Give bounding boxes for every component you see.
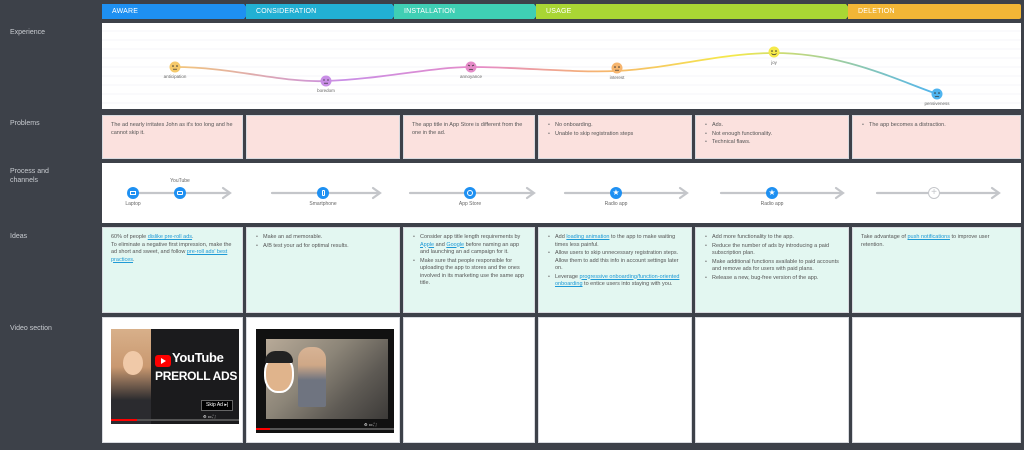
idea-card: 60% of people dislike pre-roll ads. To e… [102, 227, 243, 313]
app-store-icon[interactable] [464, 187, 476, 199]
smartphone-icon[interactable] [317, 187, 329, 199]
video-card: YouTube PREROLL ADS Skip Ad ▸| ⚙ ▭ ⛶ [102, 317, 243, 443]
stage-usage[interactable]: USAGE [536, 4, 852, 19]
youtube-icon[interactable] [174, 187, 186, 199]
row-label-problems: Problems [10, 120, 40, 127]
add-icon[interactable]: + [928, 187, 940, 199]
row-label-video: Video section [10, 325, 52, 332]
experience-graph [102, 30, 1021, 104]
stage-consideration[interactable]: CONSIDERATION [246, 4, 398, 19]
video-controls: ⚙ ▭ ⛶ [364, 422, 377, 427]
thumbnail-subtitle: PREROLL ADS [155, 369, 238, 383]
experience-curve [174, 52, 938, 95]
boredom-emoji-icon [320, 75, 332, 87]
row-label-ideas: Ideas [10, 233, 28, 240]
idea-link[interactable]: push notifications [907, 234, 950, 240]
person-figure [298, 347, 326, 407]
person-hair [265, 351, 293, 363]
presenter-face [123, 351, 143, 375]
video-controls: ⚙ ▭ ⛶ [203, 414, 216, 419]
process-label: Laptop [125, 201, 141, 207]
idea-link[interactable]: loading animation [566, 234, 610, 240]
youtube-preroll-thumbnail[interactable]: YouTube PREROLL ADS Skip Ad ▸| ⚙ ▭ ⛶ [111, 329, 239, 424]
idea-link[interactable]: dislike pre-roll ads [147, 234, 193, 240]
process-label: Radio app [604, 201, 628, 207]
joy-label: joy [771, 60, 777, 65]
video-card: ⚙ ▭ ⛶ [246, 317, 400, 443]
process-panel: Laptop YouTube Smartphone App Store ★ Ra… [102, 163, 1021, 223]
process-label: Smartphone [309, 201, 337, 207]
process-label: App Store [458, 201, 482, 207]
idea-card: Take advantage of push notifications to … [852, 227, 1021, 313]
joy-emoji-icon [768, 46, 780, 58]
process-label: Radio app [760, 201, 784, 207]
star-icon[interactable]: ★ [766, 187, 778, 199]
skip-arrow-icon: ▸| [224, 402, 229, 408]
process-label: YouTube [170, 178, 190, 184]
video-progress-bar[interactable] [256, 428, 394, 430]
laptop-icon[interactable] [127, 187, 139, 199]
interest-emoji-icon [611, 62, 623, 74]
skip-ad-button[interactable]: Skip Ad ▸| [201, 400, 233, 411]
problem-card: The app title in App Store is different … [403, 115, 535, 159]
idea-card: Consider app title length requirements b… [403, 227, 535, 313]
interest-label: interest [609, 75, 625, 80]
video-progress-bar[interactable] [111, 419, 239, 421]
video-card [852, 317, 1021, 443]
process-arrows [128, 186, 1001, 200]
stage-installation[interactable]: INSTALLATION [394, 4, 540, 19]
idea-card: Add more functionality to the app. Reduc… [695, 227, 849, 313]
pensiveness-label: pensiveness [924, 101, 950, 106]
problem-card: The ad nearly irritates John as it's too… [102, 115, 243, 159]
idea-link[interactable]: Apple [420, 241, 435, 248]
annoyance-label: annoyance [459, 74, 483, 79]
video-card [695, 317, 849, 443]
stage-deletion[interactable]: DELETION [848, 4, 1021, 19]
pensiveness-emoji-icon [931, 88, 943, 100]
presenter-figure [111, 329, 151, 424]
idea-link[interactable]: progressive onboarding/function-oriented… [555, 273, 680, 288]
star-icon[interactable]: ★ [610, 187, 622, 199]
row-label-process: Process and channels [10, 168, 49, 184]
experience-panel: anticipation boredom annoyance interest … [102, 23, 1021, 109]
boredom-label: boredom [317, 88, 335, 93]
annoyance-emoji-icon [465, 61, 477, 73]
problem-card [246, 115, 400, 159]
idea-link[interactable]: Google [446, 241, 465, 248]
video-card [538, 317, 692, 443]
anticipation-emoji-icon [169, 61, 181, 73]
row-label-experience: Experience [10, 29, 46, 36]
idea-card: Add loading animation to the app to make… [538, 227, 692, 313]
problem-card: No onboarding.Unable to skip registratio… [538, 115, 692, 159]
problem-card: The app becomes a distraction. [852, 115, 1021, 159]
idea-card: Make an ad memorable. A/B test your ad f… [246, 227, 400, 313]
video-card [403, 317, 535, 443]
problem-card: Ads.Not enough functionality.Technical f… [695, 115, 849, 159]
idea-link[interactable]: pre-roll ads' best practices [111, 249, 228, 263]
anticipation-label: anticipation [163, 74, 187, 79]
stage-aware[interactable]: AWARE [102, 4, 250, 19]
video-thumbnail[interactable]: ⚙ ▭ ⛶ [256, 329, 394, 433]
youtube-play-icon [155, 355, 171, 367]
thumbnail-title: YouTube [172, 350, 224, 365]
